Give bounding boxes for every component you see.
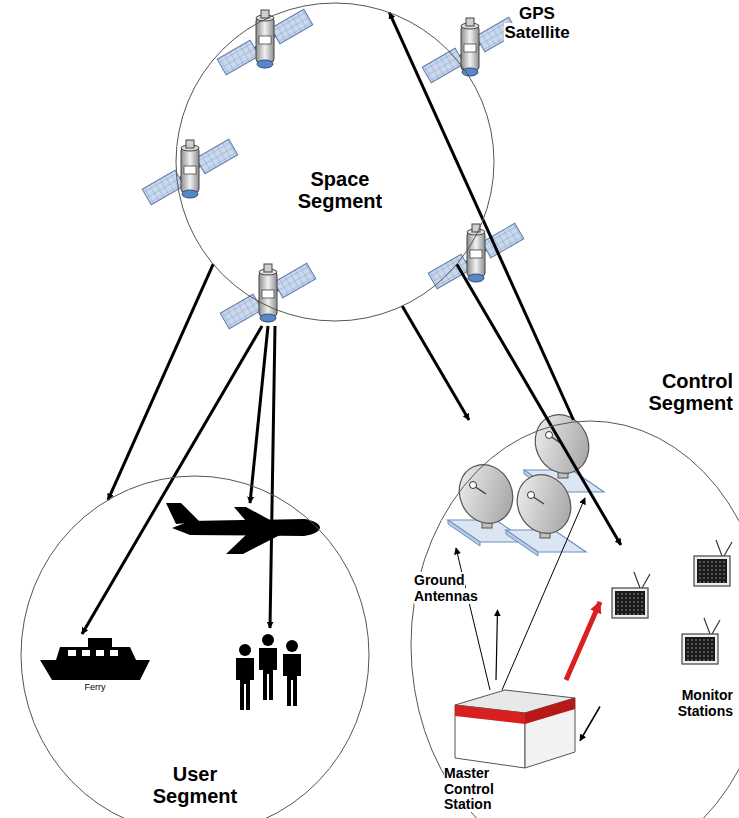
master-control-station: Master Control Station (440, 680, 580, 815)
signal-arrow (496, 610, 498, 680)
signal-arrow (580, 707, 600, 741)
ferry-label: Ferry (65, 682, 125, 692)
user-segment-circle: User Segment (20, 475, 370, 818)
satellite-label: GPS Satellite (492, 4, 582, 42)
segment-label: Space Segment (290, 168, 390, 213)
signal-arrow (566, 602, 600, 680)
monitor-stations: Monitor Stations (600, 545, 739, 735)
signal-arrow (389, 13, 573, 420)
segment-label: Monitor Stations (655, 688, 733, 719)
ground-antennas: Ground Antennas (412, 420, 602, 610)
segment-label: User Segment (145, 763, 245, 808)
people (236, 634, 301, 710)
control-segment-circle: Control SegmentGround AntennasMonitor St… (410, 420, 739, 818)
signal-arrow (457, 264, 621, 545)
segment-label: Master Control Station (444, 766, 510, 813)
segment-label: Control Segment (638, 370, 733, 415)
signal-arrow (108, 264, 213, 500)
ferry (40, 638, 150, 680)
space-segment-circle: Space Segment (175, 2, 495, 322)
segment-outline (175, 2, 495, 322)
segment-outline (410, 420, 739, 818)
master-control-building (455, 690, 575, 768)
airplane (166, 503, 320, 554)
segment-label: Ground Antennas (414, 573, 490, 604)
signal-arrow (402, 306, 469, 420)
